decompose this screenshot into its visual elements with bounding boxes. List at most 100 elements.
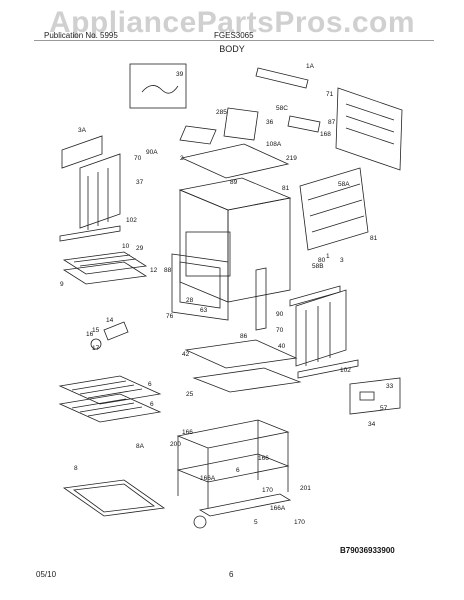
part-callout-label: 6 xyxy=(236,467,240,474)
part-callout-label: 201 xyxy=(300,485,311,492)
part-callout-label: 12 xyxy=(150,267,158,274)
part-callout-label: 70 xyxy=(134,155,142,162)
part-callout-label: 76 xyxy=(166,313,174,320)
part-callout-label: 90A xyxy=(146,149,158,156)
bracket-part xyxy=(287,115,321,133)
part-callout-label: 89 xyxy=(230,179,238,186)
part-callout-label: 5 xyxy=(254,519,258,526)
section-title: BODY xyxy=(219,44,245,54)
part-callout-label: 3 xyxy=(340,257,344,264)
storage-drawer-part xyxy=(62,479,166,517)
oven-rack-upper xyxy=(58,375,162,405)
part-callout-label: 14 xyxy=(106,317,114,324)
side-panel-left-part xyxy=(79,153,121,229)
insulation-strip-part xyxy=(255,267,267,331)
side-rail-part xyxy=(59,225,121,242)
part-callout-label: 63 xyxy=(200,307,208,314)
bottom-pan-part xyxy=(192,367,302,393)
trim-strip-part xyxy=(289,285,341,307)
part-callout-label: 3A xyxy=(78,127,87,134)
leveling-leg-part xyxy=(193,515,207,529)
igniter-knob xyxy=(90,338,102,350)
header-rule xyxy=(34,40,434,41)
part-callout-label: 8 xyxy=(74,465,78,472)
part-callout-label: 166 xyxy=(258,455,269,462)
side-panel-right-part xyxy=(299,167,369,251)
part-callout-label: 166 xyxy=(182,429,193,436)
rear-bracket-part xyxy=(349,377,401,415)
part-callout-label: 15 xyxy=(92,327,100,334)
footer-date: 05/10 xyxy=(36,570,57,579)
power-cord-part xyxy=(141,85,179,94)
part-callout-label: 39 xyxy=(176,71,184,78)
part-callout-label: 8A xyxy=(136,443,145,450)
drawer-frame-top xyxy=(176,419,290,449)
oven-rack-lower xyxy=(58,393,162,423)
drawer-slide-part xyxy=(198,493,292,517)
footer-page-number: 6 xyxy=(229,570,234,579)
oven-cavity-opening xyxy=(185,231,231,277)
model-number: FGES3065 xyxy=(214,31,254,40)
part-callout-label: 57 xyxy=(380,405,388,412)
side-trim-left-part xyxy=(61,135,103,169)
power-cord-inset-box xyxy=(129,63,187,109)
part-callout-label: 102 xyxy=(340,367,351,374)
part-callout-label: 88 xyxy=(164,267,172,274)
part-callout-label: 36 xyxy=(266,119,274,126)
part-callout-label: 102 xyxy=(126,217,137,224)
part-callout-label: 6 xyxy=(150,401,154,408)
part-callout-label: 219 xyxy=(286,155,297,162)
part-callout-label: 58C xyxy=(276,105,288,112)
part-callout-label: 170 xyxy=(294,519,305,526)
diagram-code: B79036933900 xyxy=(340,546,395,555)
part-callout-label: 108A xyxy=(266,141,282,148)
part-callout-label: 71 xyxy=(326,91,334,98)
part-callout-label: 166A xyxy=(200,475,216,482)
part-callout-label: 86 xyxy=(240,333,248,340)
part-callout-label: 6 xyxy=(148,381,152,388)
part-callout-label: 87 xyxy=(328,119,336,126)
part-callout-label: 29 xyxy=(136,245,144,252)
part-callout-label: 81 xyxy=(282,185,290,192)
part-callout-label: 70 xyxy=(276,327,284,334)
part-callout-label: 40 xyxy=(278,343,286,350)
door-frame-part xyxy=(171,253,229,321)
publication-number: Publication No. 5995 xyxy=(44,31,118,40)
part-callout-label: 1A xyxy=(306,63,315,70)
part-callout-label: 28 xyxy=(186,297,194,304)
broiler-pan-top xyxy=(62,251,148,275)
part-callout-label: 200 xyxy=(170,441,181,448)
part-callout-label: 9 xyxy=(60,281,64,288)
part-callout-label: 2 xyxy=(180,155,184,162)
broiler-pan-bottom xyxy=(62,261,148,285)
top-trim-part xyxy=(255,67,309,89)
part-callout-label: 34 xyxy=(368,421,376,428)
part-callout-label: 81 xyxy=(370,235,378,242)
side-panel-lower-right-part xyxy=(295,289,347,367)
part-callout-label: 25 xyxy=(186,391,194,398)
rear-panel-part xyxy=(335,87,403,171)
drawer-frame-middle xyxy=(176,453,290,483)
part-callout-label: 170 xyxy=(262,487,273,494)
part-callout-label: 285 xyxy=(216,109,227,116)
igniter-part xyxy=(103,321,129,341)
part-callout-label: 58B xyxy=(312,263,324,270)
part-callout-label: 33 xyxy=(386,383,394,390)
oven-body-front-face xyxy=(227,197,291,303)
part-callout-label: 166A xyxy=(270,505,286,512)
part-callout-label: 16 xyxy=(86,331,94,338)
part-callout-label: 10 xyxy=(122,243,130,250)
part-callout-label: 90 xyxy=(276,311,284,318)
lower-rail-part xyxy=(297,359,359,379)
part-callout-label: 58A xyxy=(338,181,350,188)
top-plate-part xyxy=(180,143,290,179)
part-callout-label: 1 xyxy=(326,253,330,260)
flue-part xyxy=(223,107,259,141)
part-callout-label: 80 xyxy=(318,257,326,264)
watermark-text: AppliancePartsPros.com xyxy=(48,6,416,39)
part-callout-label: 17 xyxy=(92,345,100,352)
burner-tray-part xyxy=(184,339,298,369)
insulation-top-part xyxy=(179,125,217,145)
part-callout-label: 37 xyxy=(136,179,144,186)
